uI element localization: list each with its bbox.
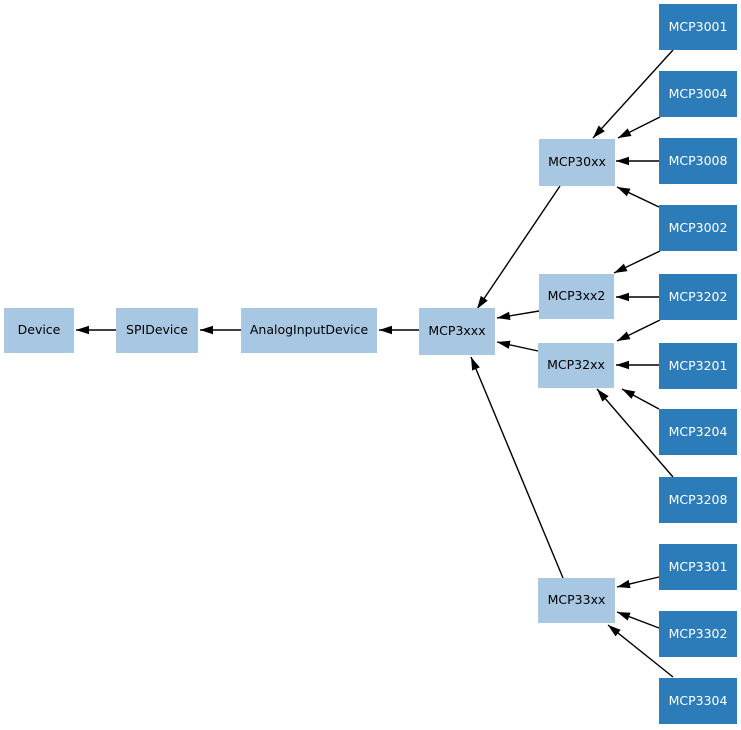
- class-node-mcp3304[interactable]: MCP3304: [659, 678, 737, 724]
- inheritance-edge-mcp3204-to-mcp32xx: [621, 388, 660, 410]
- inheritance-edge-mcp30xx-to-mcp3xxx: [476, 185, 561, 310]
- class-node-spidevice[interactable]: SPIDevice: [116, 308, 198, 353]
- inheritance-edge-mcp3208-to-mcp32xx: [596, 388, 674, 478]
- class-node-mcp3008[interactable]: MCP3008: [659, 138, 737, 184]
- class-node-device[interactable]: Device: [4, 308, 74, 353]
- class-node-mcp3302[interactable]: MCP3302: [659, 611, 737, 657]
- inheritance-edge-mcp3301-to-mcp33xx: [616, 576, 660, 589]
- class-node-analoginputdevice[interactable]: AnalogInputDevice: [241, 308, 377, 353]
- class-node-mcp3004[interactable]: MCP3004: [659, 71, 737, 117]
- inheritance-edge-mcp3304-to-mcp33xx: [607, 624, 674, 678]
- inheritance-edge-mcp33xx-to-mcp3xxx: [470, 356, 564, 579]
- inheritance-edge-mcp3002-to-mcp30xx: [616, 186, 660, 208]
- class-node-mcp3208[interactable]: MCP3208: [659, 477, 737, 523]
- inheritance-edge-mcp3004-to-mcp30xx: [617, 116, 661, 139]
- inheritance-edge-mcp3302-to-mcp33xx: [616, 611, 660, 629]
- class-node-mcp32xx[interactable]: MCP32xx: [538, 343, 614, 388]
- inheritance-edge-mcp32xx-to-mcp3xxx: [496, 340, 539, 352]
- inheritance-edge-mcp3202-to-mcp32xx: [616, 319, 661, 342]
- inheritance-edge-mcp3xx2-to-mcp3xxx: [496, 310, 540, 321]
- class-node-mcp3002[interactable]: MCP3002: [659, 205, 737, 251]
- class-node-mcp3xx2[interactable]: MCP3xx2: [539, 274, 614, 319]
- class-node-mcp33xx[interactable]: MCP33xx: [538, 578, 615, 623]
- inheritance-edge-mcp3001-to-mcp30xx: [592, 49, 674, 139]
- class-node-mcp3201[interactable]: MCP3201: [659, 343, 737, 389]
- class-node-mcp3xxx[interactable]: MCP3xxx: [419, 308, 495, 355]
- class-node-mcp3301[interactable]: MCP3301: [659, 544, 737, 590]
- class-node-mcp30xx[interactable]: MCP30xx: [539, 139, 615, 186]
- class-node-mcp3204[interactable]: MCP3204: [659, 409, 737, 455]
- class-node-mcp3202[interactable]: MCP3202: [659, 274, 737, 320]
- class-node-mcp3001[interactable]: MCP3001: [659, 4, 737, 50]
- inheritance-edge-mcp3002-to-mcp3xx2: [613, 250, 661, 274]
